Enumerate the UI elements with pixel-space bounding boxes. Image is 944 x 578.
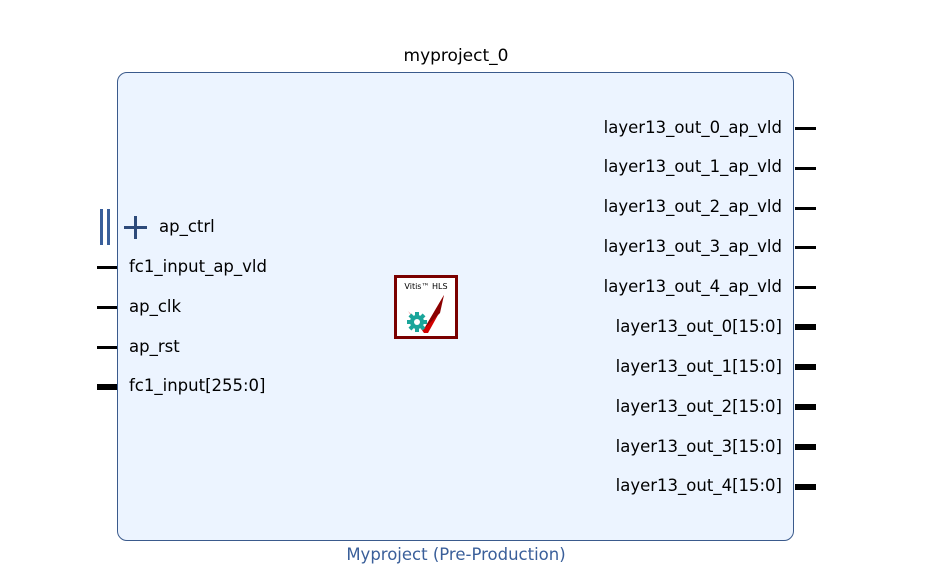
port-label-layer13-out-1-ap-vld: layer13_out_1_ap_vld	[603, 157, 782, 176]
port-label-ap-ctrl: ap_ctrl	[159, 217, 215, 236]
expand-plus-icon[interactable]	[124, 216, 147, 239]
port-pin-layer13-out-3-ap-vld[interactable]	[795, 246, 816, 249]
logo-text: Vitis™ HLS	[404, 282, 447, 291]
port-label-layer13-out-4: layer13_out_4[15:0]	[615, 476, 782, 495]
port-pin-layer13-out-0[interactable]	[795, 324, 816, 330]
port-label-fc1-input: fc1_input[255:0]	[129, 376, 266, 395]
port-pin-layer13-out-1-ap-vld[interactable]	[795, 167, 816, 170]
vitis-hls-logo: Vitis™ HLS	[394, 275, 458, 339]
port-label-ap-rst: ap_rst	[129, 337, 180, 356]
port-pin-layer13-out-4-ap-vld[interactable]	[795, 286, 816, 289]
port-label-layer13-out-2-ap-vld: layer13_out_2_ap_vld	[603, 197, 782, 216]
port-label-layer13-out-3-ap-vld: layer13_out_3_ap_vld	[603, 237, 782, 256]
port-label-fc1-input-ap-vld: fc1_input_ap_vld	[129, 257, 267, 276]
port-label-layer13-out-0-ap-vld: layer13_out_0_ap_vld	[603, 118, 782, 137]
port-pin-fc1-input[interactable]	[97, 384, 117, 390]
port-pin-ap-clk[interactable]	[97, 306, 117, 309]
port-pin-layer13-out-1[interactable]	[795, 364, 816, 370]
interface-port-bars[interactable]	[100, 209, 112, 245]
port-pin-layer13-out-3[interactable]	[795, 444, 816, 450]
port-label-layer13-out-1: layer13_out_1[15:0]	[615, 357, 782, 376]
port-label-layer13-out-2: layer13_out_2[15:0]	[615, 397, 782, 416]
port-pin-ap-rst[interactable]	[97, 346, 117, 349]
ip-name-caption: Myproject (Pre-Production)	[346, 545, 566, 564]
port-pin-fc1-input-ap-vld[interactable]	[97, 266, 117, 269]
instance-name: myproject_0	[403, 46, 509, 66]
gear-icon	[407, 312, 427, 332]
port-label-ap-clk: ap_clk	[129, 297, 182, 316]
port-pin-layer13-out-0-ap-vld[interactable]	[795, 127, 816, 130]
port-label-layer13-out-4-ap-vld: layer13_out_4_ap_vld	[603, 277, 782, 296]
port-pin-layer13-out-2[interactable]	[795, 404, 816, 410]
port-label-layer13-out-0: layer13_out_0[15:0]	[615, 317, 782, 336]
port-label-layer13-out-3: layer13_out_3[15:0]	[615, 437, 782, 456]
port-pin-layer13-out-4[interactable]	[795, 484, 816, 490]
port-pin-layer13-out-2-ap-vld[interactable]	[795, 207, 816, 210]
